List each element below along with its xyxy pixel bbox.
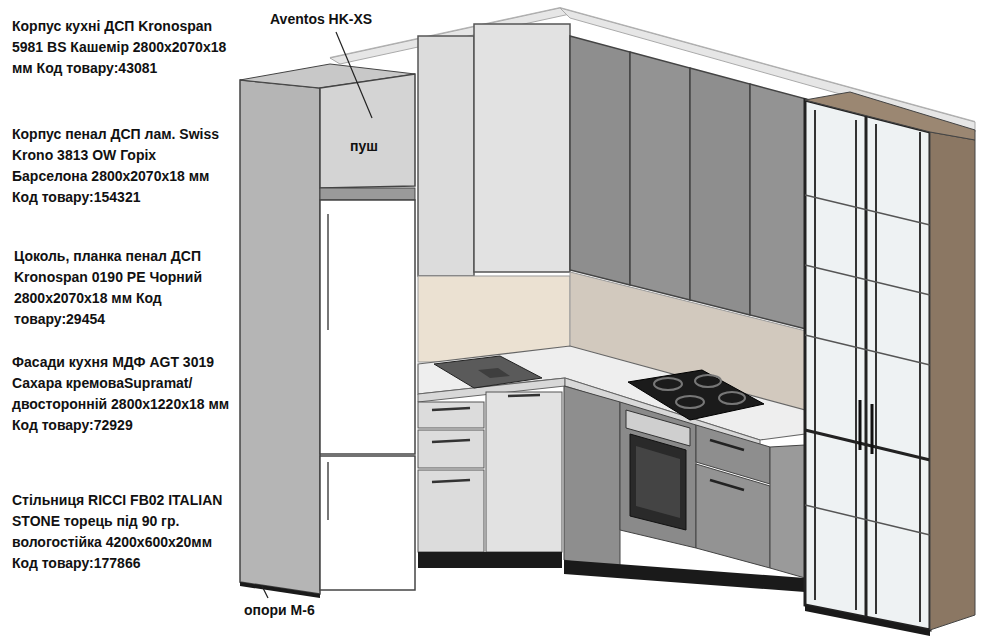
part-label: Aventos HK-XS: [270, 9, 420, 30]
part-label: опори М-6: [244, 600, 364, 621]
material-note: Цоколь, планка пенал ДСП Kronospan 0190 …: [14, 246, 236, 330]
push-note: пуш: [350, 136, 400, 157]
material-note: Корпус кухні ДСП Kronospan 5981 BS Кашем…: [12, 16, 234, 79]
material-note: Стільниця RICCI FB02 ITALIAN STONE торец…: [12, 490, 234, 574]
material-note: Корпус пенал ДСП лам. Swiss Krono 3813 O…: [12, 124, 234, 208]
material-note: Фасади кухня МДФ AGT 3019 Сахара кремова…: [12, 352, 234, 436]
